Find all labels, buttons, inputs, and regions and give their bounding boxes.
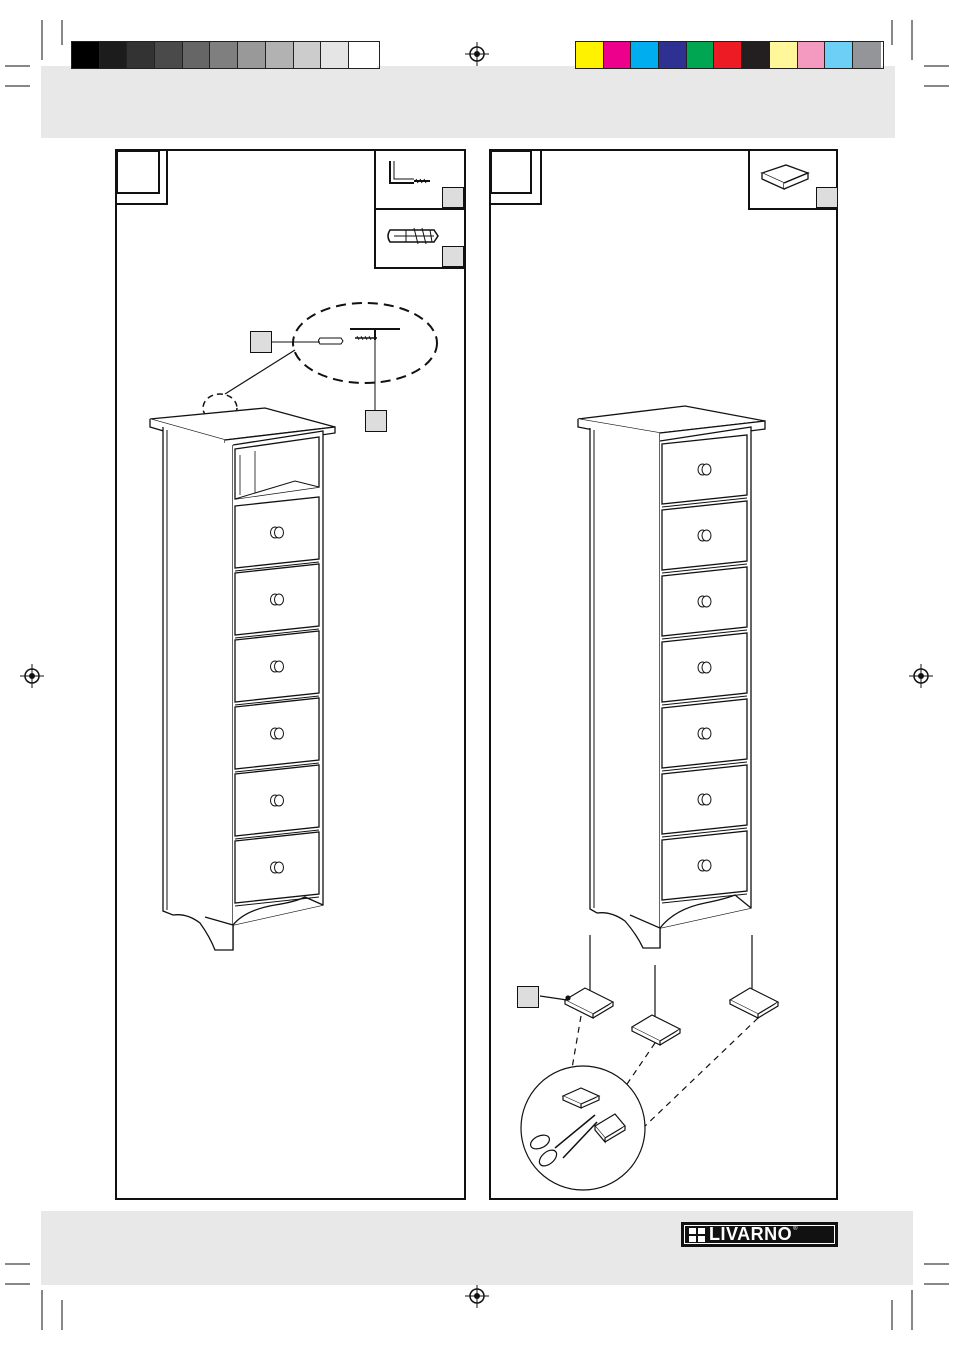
drawer-knob-icon[interactable] xyxy=(274,727,284,740)
color-swatch xyxy=(686,42,715,68)
color-swatch xyxy=(99,42,128,68)
color-swatch xyxy=(576,42,604,68)
color-swatch xyxy=(72,42,100,68)
registered-mark: ® xyxy=(793,1226,798,1232)
registration-mark-top xyxy=(465,42,489,66)
part-box-angle-bracket xyxy=(374,149,466,210)
logo-grid-icon xyxy=(689,1227,705,1242)
callout-label-box xyxy=(365,410,387,432)
process-color-bar xyxy=(575,41,884,69)
drawer-rail xyxy=(661,893,748,904)
color-swatch xyxy=(769,42,798,68)
drawer-rail xyxy=(661,629,748,640)
color-swatch xyxy=(238,42,266,68)
part-count-box xyxy=(442,187,464,208)
color-swatch xyxy=(659,42,687,68)
drawer-rail xyxy=(234,762,320,773)
drawer-rail xyxy=(234,695,320,706)
cabinet-illustration-left[interactable] xyxy=(145,405,345,955)
color-swatch xyxy=(293,42,322,68)
drawer-knob-icon[interactable] xyxy=(701,595,712,608)
drawer-rail xyxy=(661,827,748,838)
part-box-wall-plug xyxy=(374,208,466,269)
color-swatch xyxy=(742,42,770,68)
color-swatch xyxy=(182,42,211,68)
drawer-rail xyxy=(661,695,748,706)
drawer-knob-icon[interactable] xyxy=(274,794,284,807)
angle-bracket-screw-icon xyxy=(389,161,430,184)
color-swatch xyxy=(714,42,743,68)
grayscale-color-bar xyxy=(71,41,380,69)
color-swatch xyxy=(127,42,156,68)
drawer-knob-icon[interactable] xyxy=(274,861,284,874)
header-band xyxy=(41,66,895,138)
drawer-rail xyxy=(661,761,748,772)
drawer-knob-icon[interactable] xyxy=(274,526,284,539)
cabinet-illustration-right[interactable] xyxy=(575,403,775,953)
wall-plug-icon xyxy=(387,227,439,245)
drawer-rail xyxy=(234,561,320,572)
color-swatch xyxy=(265,42,294,68)
drawer-knob-icon[interactable] xyxy=(701,463,712,476)
color-swatch xyxy=(631,42,660,68)
drawer-knob-icon[interactable] xyxy=(274,593,284,606)
color-swatch xyxy=(825,42,853,68)
callout-label-box xyxy=(250,331,272,353)
color-swatch xyxy=(210,42,239,68)
color-swatch xyxy=(797,42,826,68)
color-swatch xyxy=(348,42,377,68)
drawer-knob-icon[interactable] xyxy=(701,661,712,674)
drawer-rail xyxy=(234,896,320,907)
registration-mark-left xyxy=(20,664,44,688)
drawer-knob-icon[interactable] xyxy=(701,859,712,872)
drawer-knob-icon[interactable] xyxy=(701,529,712,542)
felt-pad-application-diagram xyxy=(520,935,780,1191)
part-count-box xyxy=(442,246,464,267)
part-box-felt-pad xyxy=(748,149,838,210)
logo-text: LIVARNO xyxy=(709,1224,793,1244)
drawer-rail xyxy=(234,628,320,639)
color-swatch xyxy=(603,42,632,68)
drawer-knob-icon[interactable] xyxy=(701,727,712,740)
felt-pad-icon xyxy=(760,164,810,191)
color-swatch xyxy=(155,42,183,68)
registration-mark-bottom xyxy=(465,1284,489,1308)
color-swatch xyxy=(852,42,881,68)
drawer-rail xyxy=(661,497,748,508)
drawer-rail xyxy=(234,829,320,840)
livarno-logo: LIVARNO ® xyxy=(681,1222,838,1247)
step-number-tab-right xyxy=(489,149,542,205)
callout-label-box xyxy=(517,986,539,1008)
drawer-rail xyxy=(661,563,748,574)
color-swatch xyxy=(321,42,349,68)
part-count-box xyxy=(816,187,838,208)
drawer-knob-icon[interactable] xyxy=(274,660,284,673)
registration-mark-right xyxy=(909,664,933,688)
drawer-knob-icon[interactable] xyxy=(701,793,712,806)
step-number-tab-left xyxy=(115,149,168,205)
